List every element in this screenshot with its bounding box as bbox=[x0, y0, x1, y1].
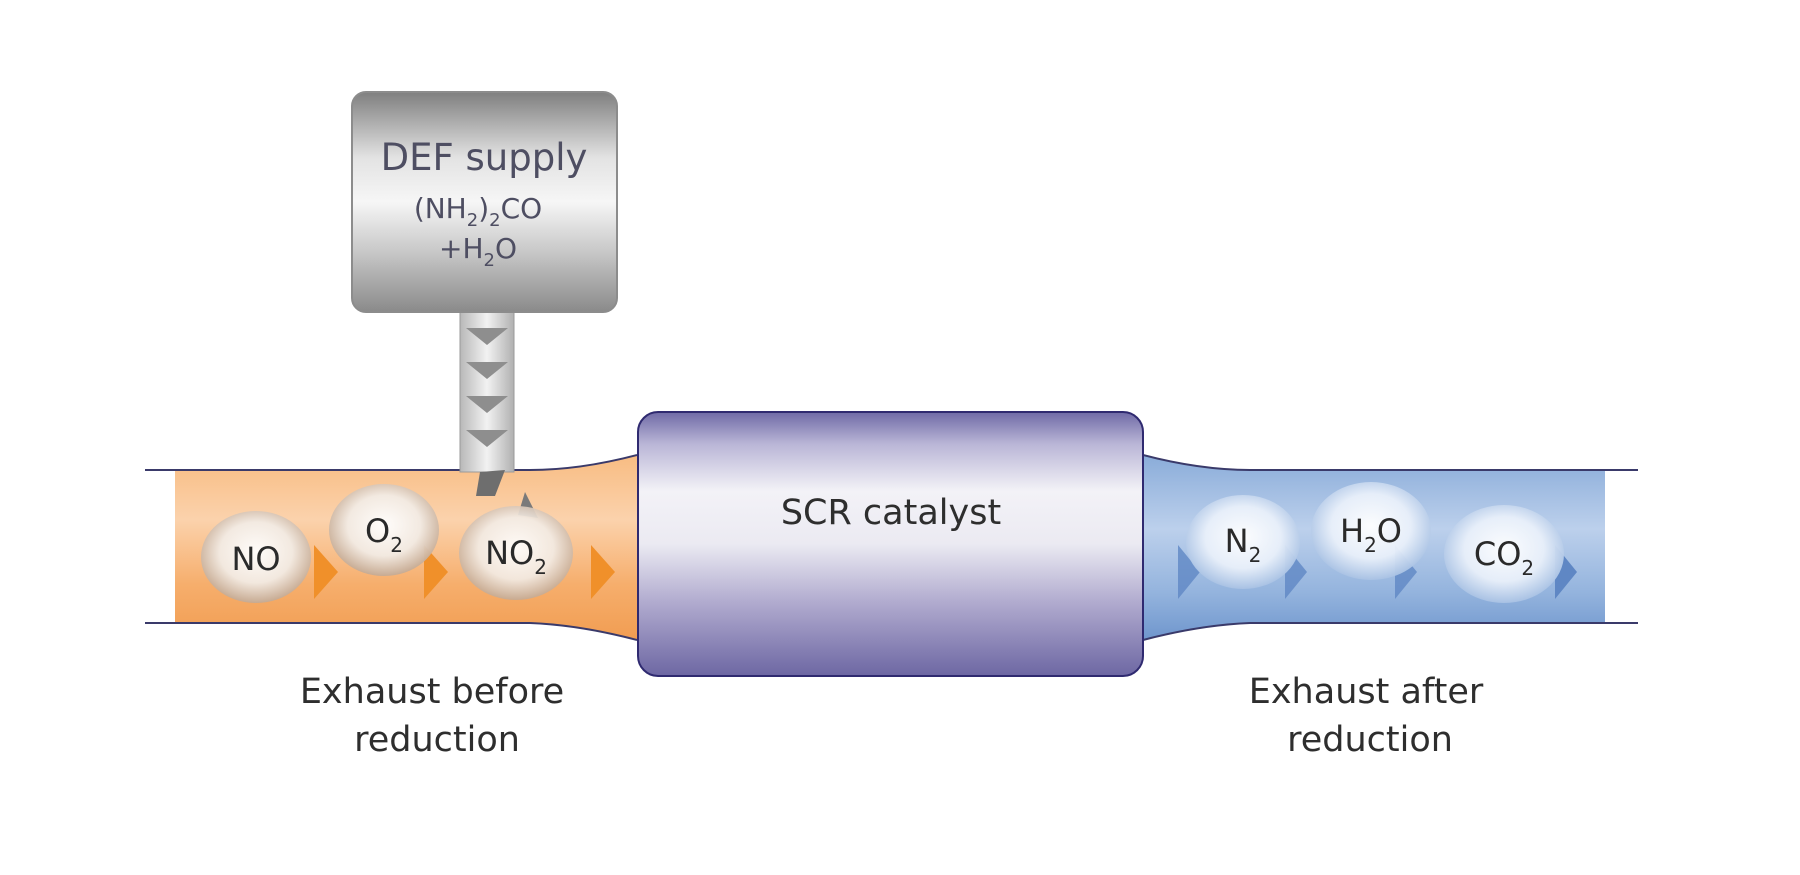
svg-text:CO2: CO2 bbox=[1474, 535, 1534, 580]
def-supply-tank: DEF supply (NH2)2CO +H2O bbox=[351, 91, 618, 313]
molecule-co2: CO2 bbox=[1444, 505, 1564, 603]
molecule-n2: N2 bbox=[1186, 495, 1300, 589]
svg-text:N2: N2 bbox=[1225, 522, 1262, 567]
flow-arrows-before bbox=[314, 545, 615, 599]
molecule-no2: NO2 bbox=[459, 506, 573, 600]
svg-text:Exhaust after: Exhaust after bbox=[1249, 672, 1484, 712]
down-chevron-icon bbox=[466, 396, 508, 413]
molecule-no: NO bbox=[201, 511, 311, 603]
flow-arrow bbox=[424, 545, 448, 599]
scr-catalyst: SCR catalyst bbox=[637, 411, 1144, 677]
flow-arrow bbox=[1178, 545, 1200, 599]
svg-text:NO: NO bbox=[231, 540, 280, 578]
svg-text:H2O: H2O bbox=[1340, 512, 1402, 557]
molecule-o2: O2 bbox=[329, 484, 439, 576]
down-chevron-icon bbox=[466, 328, 508, 345]
down-chevron-icon bbox=[466, 430, 508, 447]
svg-text:reduction: reduction bbox=[354, 720, 520, 760]
outlet-molecules: N2 H2O CO2 bbox=[1186, 482, 1564, 603]
inlet-molecules: NO O2 NO2 bbox=[201, 484, 573, 603]
caption-before: Exhaust before reduction bbox=[300, 672, 564, 760]
svg-text:O2: O2 bbox=[365, 512, 403, 557]
def-supply-title: DEF supply bbox=[381, 136, 588, 179]
svg-text:reduction: reduction bbox=[1287, 720, 1453, 760]
caption-after: Exhaust after reduction bbox=[1249, 672, 1484, 760]
svg-text:Exhaust before: Exhaust before bbox=[300, 672, 564, 712]
molecule-h2o: H2O bbox=[1311, 482, 1431, 580]
flow-arrow bbox=[314, 545, 338, 599]
def-formula-line1: (NH2)2CO bbox=[414, 192, 542, 231]
def-formula-line2: +H2O bbox=[439, 232, 517, 271]
flow-arrow bbox=[591, 545, 615, 599]
svg-text:NO2: NO2 bbox=[485, 534, 547, 579]
scr-catalyst-label: SCR catalyst bbox=[781, 493, 1001, 533]
down-chevron-icon bbox=[466, 362, 508, 379]
spray-nozzle-icon bbox=[476, 470, 505, 496]
